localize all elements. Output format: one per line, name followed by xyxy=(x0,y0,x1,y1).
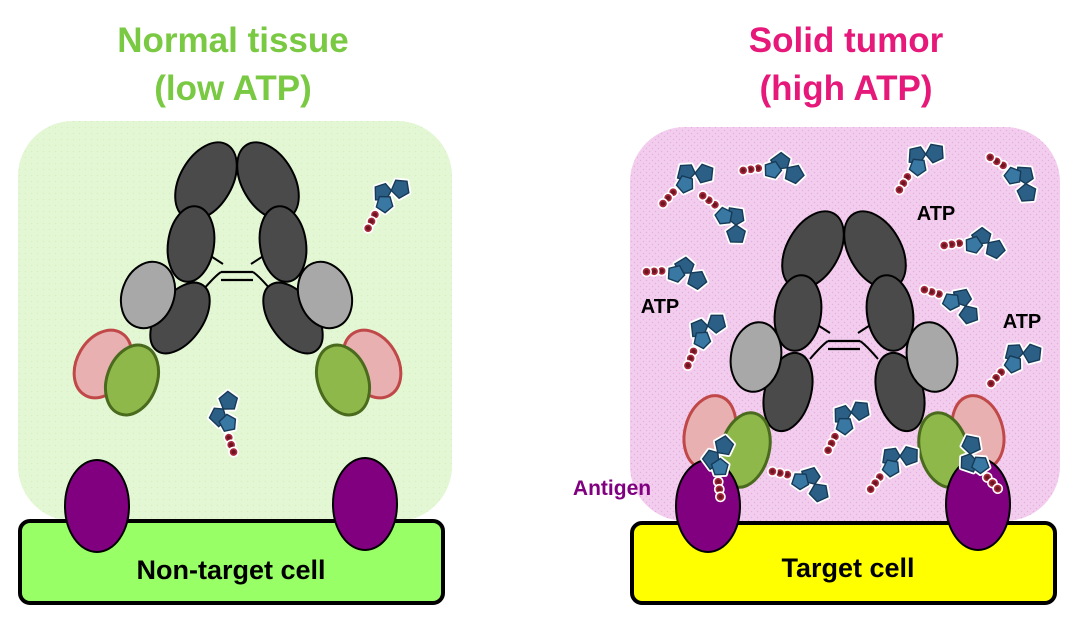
light-chain-cl-left xyxy=(729,321,783,393)
non-target-cell xyxy=(18,519,445,605)
solid-tumor-panel: Solid tumor (high ATP) Target cell xyxy=(573,21,1060,605)
atp-label: ATP xyxy=(641,296,680,318)
antigen-ellipse xyxy=(332,457,398,551)
atp-label: ATP xyxy=(1003,311,1042,333)
high-atp-subtitle: (high ATP) xyxy=(759,69,932,108)
vl-domain-right xyxy=(314,343,372,417)
atp-label: ATP xyxy=(917,203,956,225)
low-atp-subtitle: (low ATP) xyxy=(154,69,311,108)
target-cell-label: Target cell xyxy=(781,553,914,583)
non-target-cell-label: Non-target cell xyxy=(136,555,325,585)
normal-tissue-panel: Normal tissue (low ATP) Non-target cell xyxy=(18,21,452,605)
antigen-ellipse xyxy=(64,459,130,553)
target-cell xyxy=(630,521,1057,605)
normal-tissue-region xyxy=(18,121,452,521)
vl-domain-left xyxy=(103,343,161,417)
light-chain-cl-left xyxy=(119,260,177,330)
solid-tumor-title: Solid tumor xyxy=(749,21,944,60)
normal-tissue-title: Normal tissue xyxy=(117,21,348,60)
light-chain-cl-right xyxy=(905,321,959,393)
light-chain-cl-right xyxy=(296,260,354,330)
antigen-label: Antigen xyxy=(573,477,651,500)
antibody-icon xyxy=(72,130,403,417)
antigen-ellipse xyxy=(675,459,741,553)
